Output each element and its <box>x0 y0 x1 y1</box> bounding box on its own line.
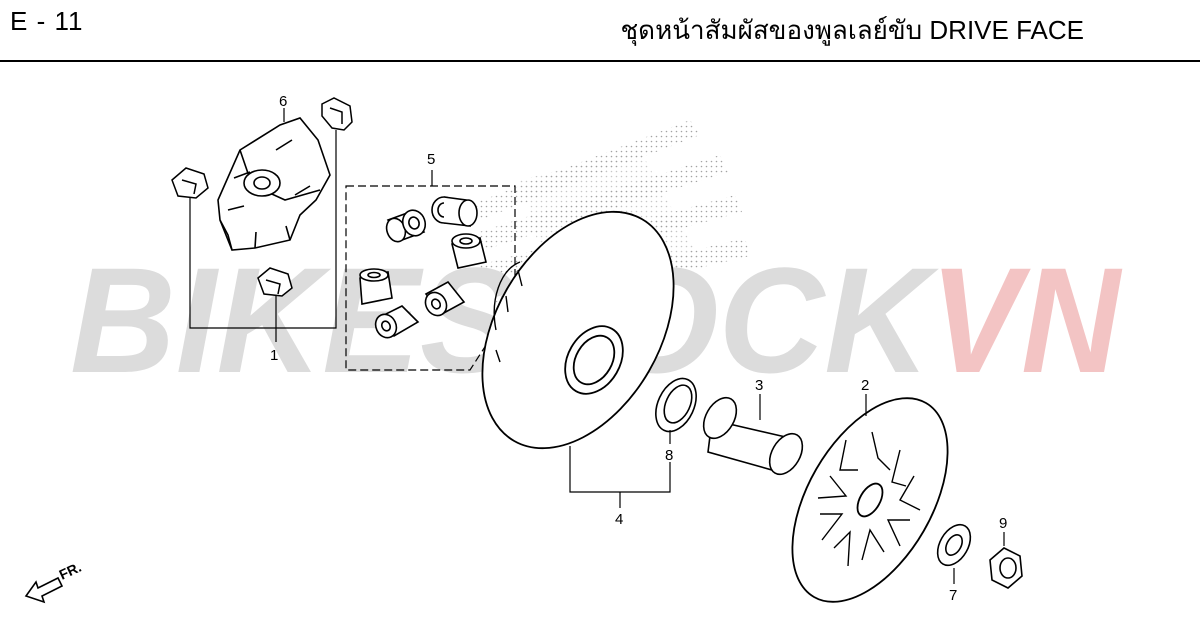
callout-9: 9 <box>999 515 1007 532</box>
part-8-oil-seal <box>655 377 697 433</box>
part-1-slider-clip-bottom <box>257 267 293 297</box>
callout-bracket-1 <box>189 130 337 342</box>
weight-roller <box>374 305 420 339</box>
part-5-roller-set <box>345 170 516 371</box>
weight-roller <box>424 280 466 317</box>
page-title: ชุดหน้าสัมผัสของพูลเลย์ขับ DRIVE FACE <box>620 15 1084 45</box>
callout-1: 1 <box>270 347 278 364</box>
part-1-slider-clip-left <box>171 167 209 199</box>
weight-roller <box>431 196 478 227</box>
part-3-drive-collar <box>702 396 804 476</box>
callout-5: 5 <box>427 151 435 168</box>
callout-7: 7 <box>949 587 957 604</box>
callout-4: 4 <box>615 511 623 528</box>
callout-8: 8 <box>665 447 673 464</box>
watermark-accent-text: VN <box>930 236 1122 404</box>
header-divider <box>0 60 1200 62</box>
part-7-washer <box>936 523 972 567</box>
part-4-movable-drive-face <box>481 210 675 450</box>
weight-roller <box>359 268 393 305</box>
page-code: E - 11 <box>10 6 84 36</box>
front-label: FR. <box>57 559 84 583</box>
part-2-drive-face-fan <box>791 397 949 603</box>
weight-roller <box>451 233 487 269</box>
callout-bracket-4 <box>569 446 671 508</box>
part-9-flange-nut <box>989 547 1023 589</box>
callout-6: 6 <box>279 93 287 110</box>
part-1-slider-clip-top <box>321 97 353 131</box>
part-6-ramp-plate <box>217 117 331 251</box>
callout-3: 3 <box>755 377 763 394</box>
front-arrow-icon <box>24 576 64 604</box>
weight-roller <box>385 209 427 243</box>
callout-2: 2 <box>861 377 869 394</box>
front-direction-indicator: FR. <box>24 559 84 604</box>
